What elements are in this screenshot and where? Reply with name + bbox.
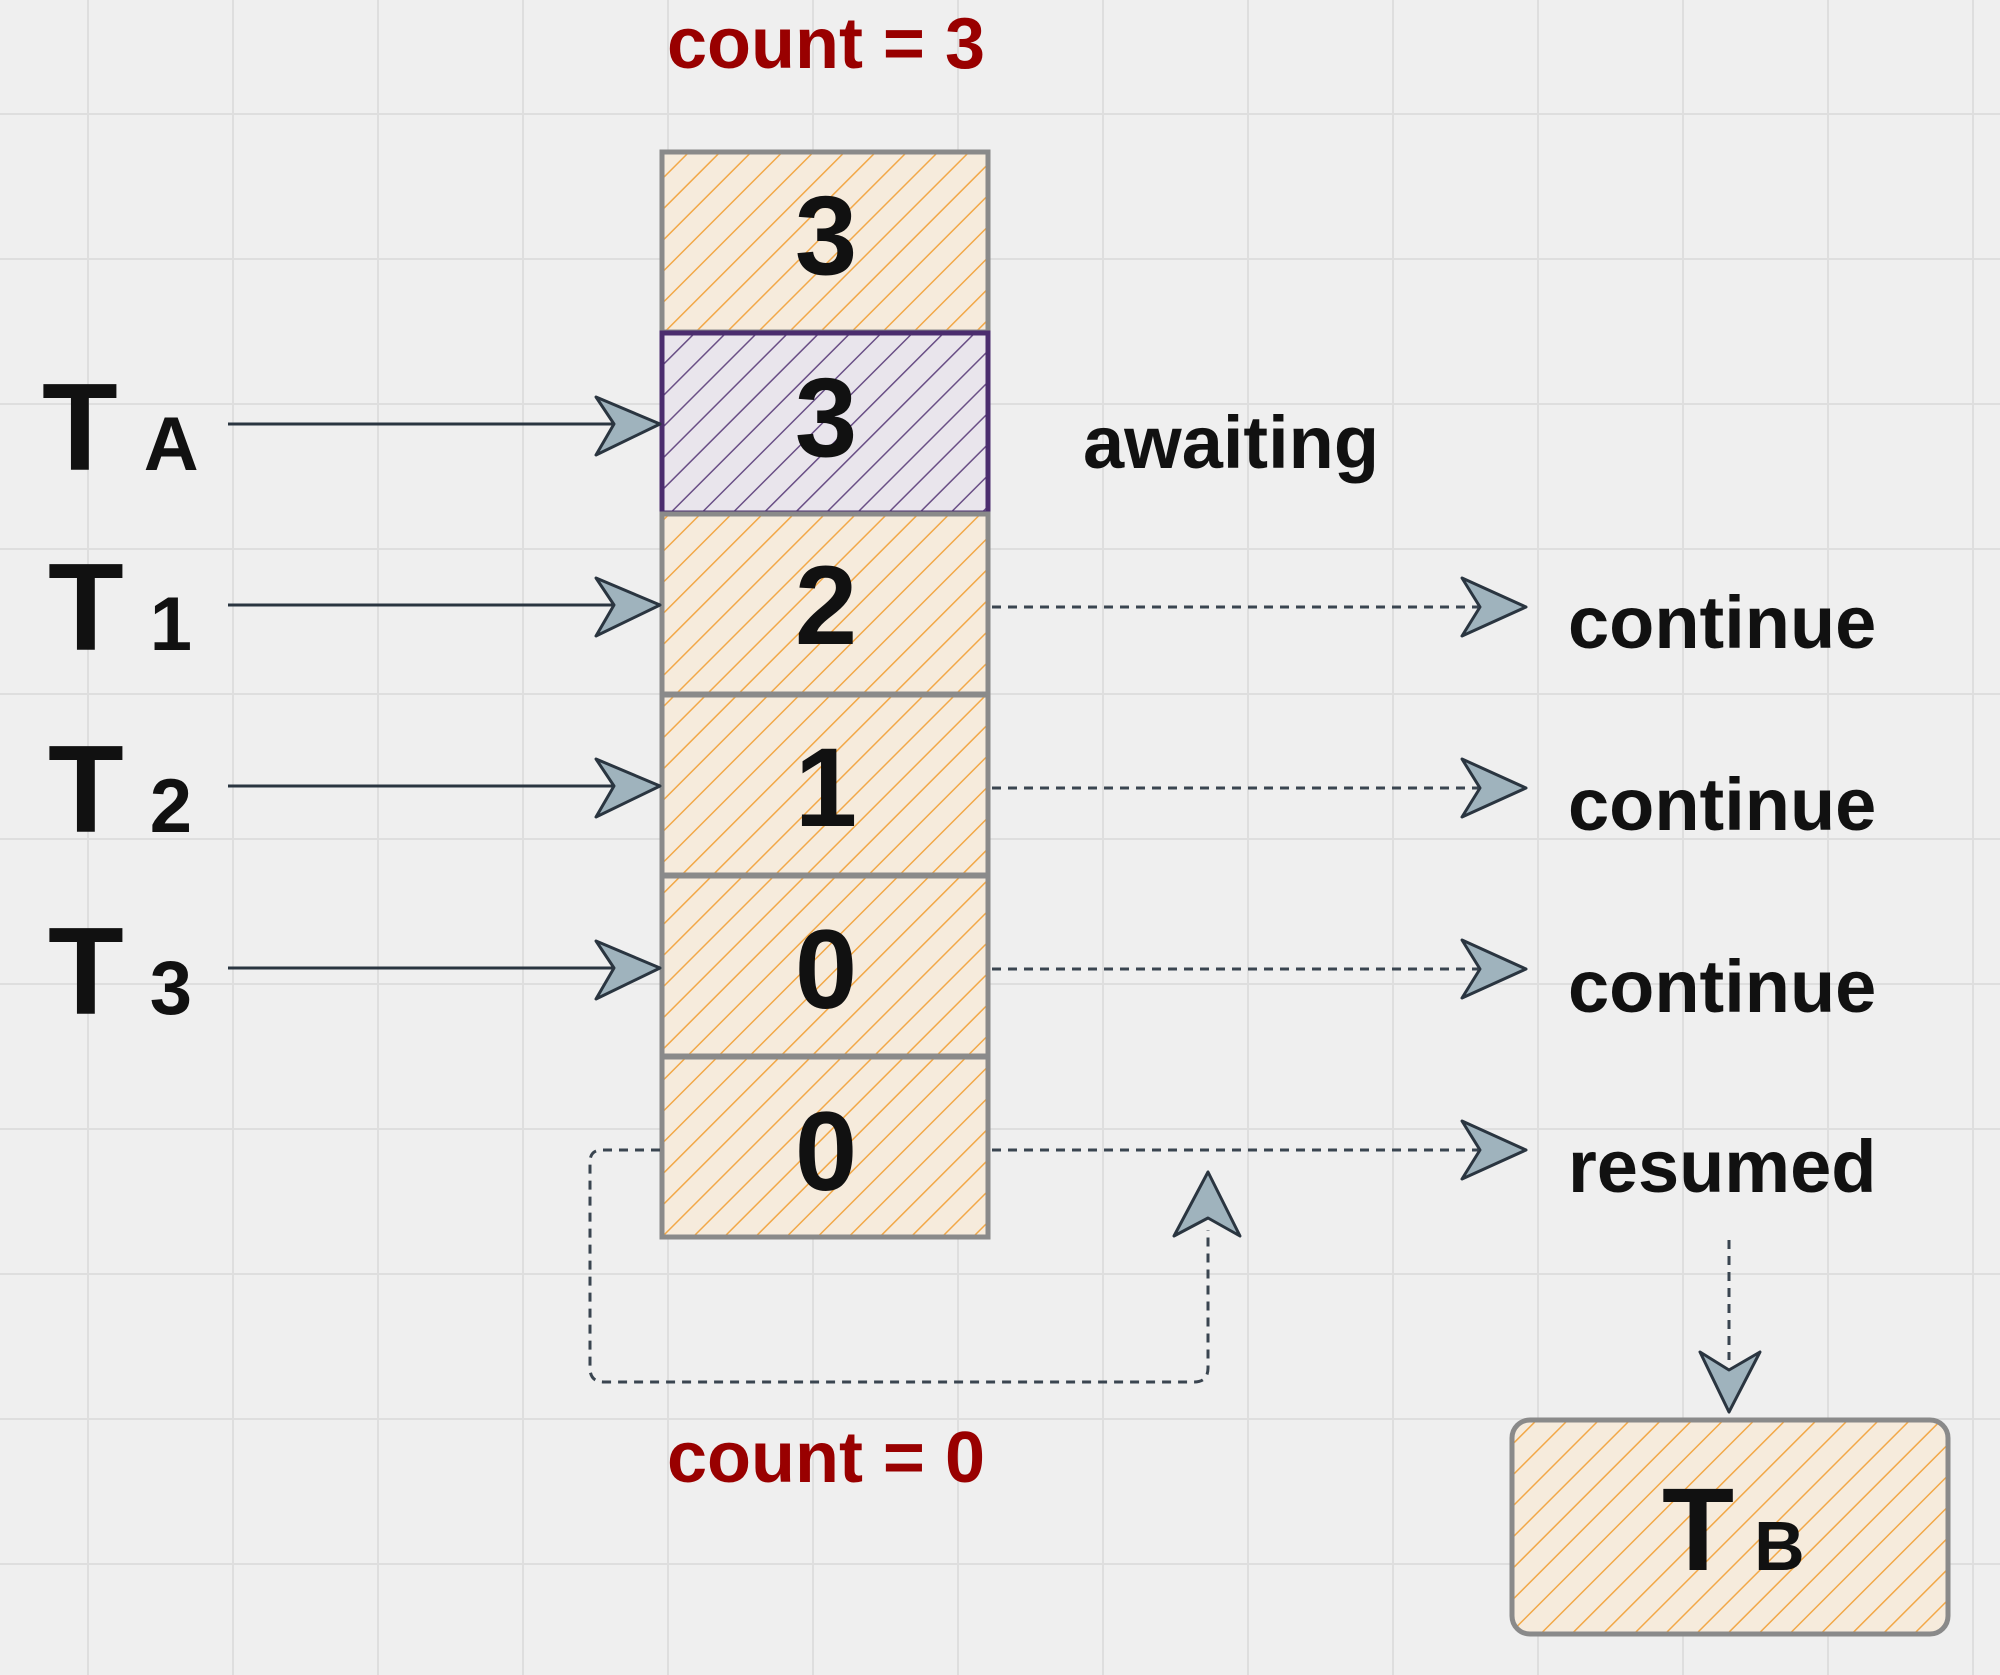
count-top-label: count = 3 [667, 4, 985, 84]
status-continue-3: continue [1568, 945, 1876, 1028]
counter-stack: 3 3 2 1 0 0 [659, 149, 991, 1240]
cell-box [659, 330, 991, 516]
status-arrow-resumed [992, 1119, 1528, 1181]
thread-main: T [42, 359, 118, 497]
thread-main: T [48, 903, 124, 1041]
status-arrow-continue-1 [992, 576, 1528, 638]
status-arrow-continue-2 [992, 757, 1528, 819]
thread-arrow-a [228, 395, 662, 457]
cell-value: 1 [795, 725, 857, 850]
tb-sub: B [1754, 1507, 1805, 1585]
cell-box [659, 149, 991, 335]
cell-box [659, 1054, 991, 1240]
svg-text:T3: T3 [48, 903, 192, 1041]
count-bottom-label: count = 0 [667, 1418, 985, 1498]
stack-cell-awaiting: 3 [659, 330, 991, 516]
cell-box [659, 692, 991, 878]
thread-sub: A [144, 402, 199, 487]
cell-box [659, 511, 991, 697]
cell-value: 3 [795, 355, 857, 480]
stack-cell: 1 [659, 692, 991, 878]
thread-sub: 1 [150, 582, 192, 667]
thread-main: T [48, 721, 124, 859]
stack-cell: 2 [659, 511, 991, 697]
cell-value: 0 [795, 1089, 857, 1214]
cell-value: 0 [795, 907, 857, 1032]
cell-value: 2 [795, 543, 857, 668]
status-continue-2: continue [1568, 763, 1876, 846]
stack-cell: 0 [659, 1054, 991, 1240]
resumed-to-tb-arrow [1698, 1240, 1762, 1414]
thread-arrow-3 [228, 939, 662, 1001]
awaiting-label: awaiting [1083, 401, 1379, 484]
tb-box-rect [1509, 1417, 1951, 1637]
tb-main: T [1662, 1464, 1734, 1596]
thread-main: T [48, 539, 124, 677]
status-continue-1: continue [1568, 581, 1876, 664]
status-arrow-continue-3 [992, 938, 1528, 1000]
svg-text:T2: T2 [48, 721, 192, 859]
thread-arrow-1 [228, 576, 662, 638]
thread-sub: 3 [150, 946, 192, 1031]
status-resumed: resumed [1568, 1125, 1876, 1208]
thread-sub: 2 [150, 764, 192, 849]
cell-value: 3 [795, 173, 857, 298]
stack-cell: 3 [659, 149, 991, 335]
svg-text:TA: TA [42, 359, 199, 497]
svg-text:T1: T1 [48, 539, 192, 677]
svg-text:TB: TB [1662, 1464, 1805, 1596]
stack-cell: 0 [659, 873, 991, 1059]
loop-back-arrow [588, 1148, 1242, 1384]
thread-arrow-2 [228, 757, 662, 819]
